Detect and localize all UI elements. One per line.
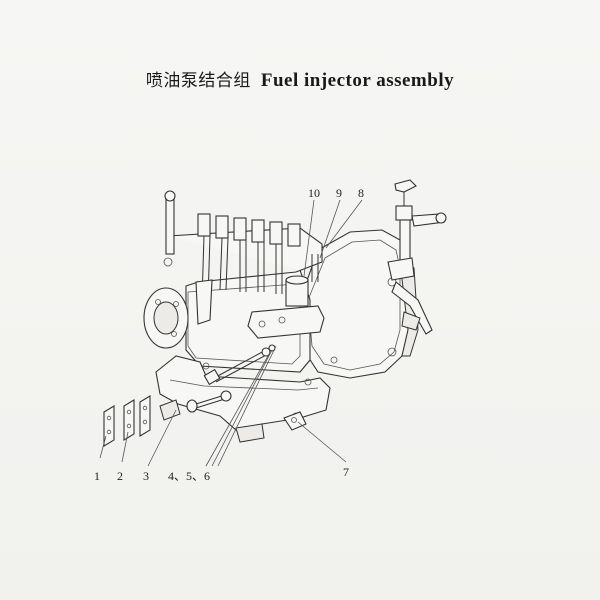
governor-housing [299, 229, 419, 379]
leader-lines [99, 199, 363, 467]
callout-10: 10 [308, 186, 320, 200]
mounting-flange [143, 287, 189, 349]
clamp-bracket [283, 411, 307, 431]
callout-2: 2 [117, 469, 123, 483]
base-bracket [155, 355, 331, 443]
callout-labels: 10 9 8 1 2 3 4、5、6 7 [94, 186, 364, 483]
control-lever-assembly [387, 179, 447, 335]
shim-plates [103, 395, 181, 447]
coupling-shaft [186, 344, 276, 413]
callout-9: 9 [336, 186, 342, 200]
title-english: Fuel injector assembly [260, 70, 455, 91]
callout-8: 8 [358, 186, 364, 200]
title-chinese: 喷油泵结合组 [145, 71, 251, 91]
callout-3: 3 [143, 469, 149, 483]
page-title: 喷油泵结合组 Fuel injector assembly [0, 66, 600, 92]
feed-pump [247, 254, 325, 339]
callout-4-5-6: 4、5、6 [168, 469, 210, 483]
callout-1: 1 [94, 469, 100, 483]
callout-7: 7 [343, 465, 349, 479]
